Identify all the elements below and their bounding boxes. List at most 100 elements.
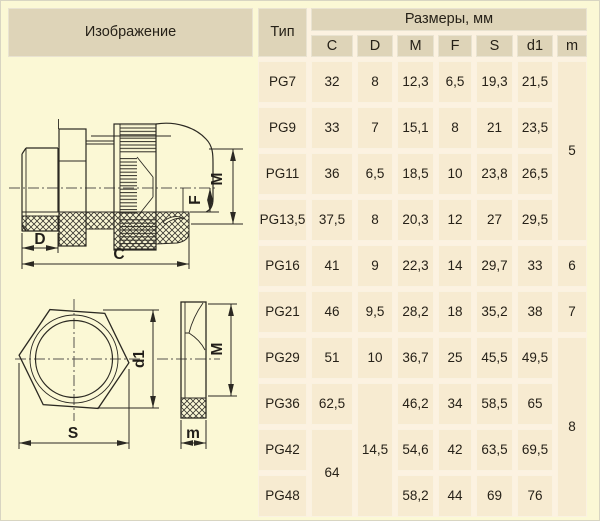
dimension-d1 xyxy=(97,309,159,409)
dim-header-M: M xyxy=(397,35,434,57)
gland-side-view-drawing: C D M F xyxy=(7,107,249,281)
value-cell-F: 14 xyxy=(438,245,472,287)
value-cell-d1: 29,5 xyxy=(517,199,553,241)
value-cell-D: 6,5 xyxy=(357,153,393,195)
dim-label-M2: M xyxy=(209,343,226,356)
dim-label-S: S xyxy=(68,425,78,442)
value-cell-m: 5 xyxy=(557,61,587,241)
nut-side-view xyxy=(180,301,207,419)
value-cell-C: 37,5 xyxy=(311,199,353,241)
value-cell-D: 7 xyxy=(357,107,393,149)
value-cell-D: 9 xyxy=(357,245,393,287)
dome-cap xyxy=(22,122,214,213)
value-cell-M: 20,3 xyxy=(397,199,434,241)
value-cell-C: 62,5 xyxy=(311,383,353,425)
value-cell-M: 18,5 xyxy=(397,153,434,195)
value-cell-S: 29,7 xyxy=(476,245,513,287)
value-cell-C: 41 xyxy=(311,245,353,287)
value-cell-d1: 23,5 xyxy=(517,107,553,149)
value-cell-C: 51 xyxy=(311,337,353,379)
sizes-group-header: Размеры, мм xyxy=(311,8,587,31)
value-cell-F: 44 xyxy=(438,475,472,517)
value-cell-D: 10 xyxy=(357,337,393,379)
value-cell-M: 36,7 xyxy=(397,337,434,379)
dim-label-F: F xyxy=(187,195,204,204)
dim-header-d1: d1 xyxy=(517,35,553,57)
value-cell-M: 22,3 xyxy=(397,245,434,287)
dimension-S xyxy=(18,363,130,449)
type-column-header: Тип xyxy=(258,8,307,57)
value-cell-D: 9,5 xyxy=(357,291,393,333)
dimension-m xyxy=(180,420,207,449)
value-cell-F: 42 xyxy=(438,429,472,471)
type-cell: PG7 xyxy=(258,61,307,103)
type-cell: PG13,5 xyxy=(258,199,307,241)
value-cell-F: 25 xyxy=(438,337,472,379)
value-cell-M: 15,1 xyxy=(397,107,434,149)
value-cell-d1: 21,5 xyxy=(517,61,553,103)
value-cell-S: 58,5 xyxy=(476,383,513,425)
value-cell-F: 34 xyxy=(438,383,472,425)
dim-label-C: C xyxy=(113,246,124,263)
value-cell-S: 35,2 xyxy=(476,291,513,333)
centerlines xyxy=(15,299,220,421)
dim-label-m: m xyxy=(186,425,200,442)
value-cell-S: 19,3 xyxy=(476,61,513,103)
type-cell: PG42 xyxy=(258,429,307,471)
value-cell-F: 10 xyxy=(438,153,472,195)
hex-nut-side xyxy=(58,119,87,247)
value-cell-S: 27 xyxy=(476,199,513,241)
value-cell-d1: 69,5 xyxy=(517,429,553,471)
value-cell-d1: 38 xyxy=(517,291,553,333)
value-cell-S: 21 xyxy=(476,107,513,149)
dim-header-C: C xyxy=(311,35,353,57)
value-cell-M: 28,2 xyxy=(397,291,434,333)
type-cell: PG11 xyxy=(258,153,307,195)
dim-label-d1: d1 xyxy=(131,350,148,368)
value-cell-C: 64 xyxy=(311,429,353,517)
value-cell-M: 12,3 xyxy=(397,61,434,103)
value-cell-M: 54,6 xyxy=(397,429,434,471)
value-cell-D: 14,5 xyxy=(357,383,393,517)
value-cell-F: 18 xyxy=(438,291,472,333)
type-cell: PG36 xyxy=(258,383,307,425)
value-cell-d1: 76 xyxy=(517,475,553,517)
type-cell: PG16 xyxy=(258,245,307,287)
dim-label-M: M xyxy=(209,173,226,186)
type-cell: PG21 xyxy=(258,291,307,333)
value-cell-S: 63,5 xyxy=(476,429,513,471)
type-cell: PG29 xyxy=(258,337,307,379)
nut-front-view-drawing: d1 S M m xyxy=(7,293,249,463)
value-cell-F: 12 xyxy=(438,199,472,241)
value-cell-C: 32 xyxy=(311,61,353,103)
value-cell-S: 23,8 xyxy=(476,153,513,195)
value-cell-d1: 65 xyxy=(517,383,553,425)
value-cell-d1: 49,5 xyxy=(517,337,553,379)
value-cell-d1: 26,5 xyxy=(517,153,553,195)
value-cell-M: 46,2 xyxy=(397,383,434,425)
thread-section xyxy=(21,147,59,232)
value-cell-F: 8 xyxy=(438,107,472,149)
dim-header-S: S xyxy=(476,35,513,57)
value-cell-m: 8 xyxy=(557,337,587,517)
value-cell-d1: 33 xyxy=(517,245,553,287)
dim-header-F: F xyxy=(438,35,472,57)
value-cell-M: 58,2 xyxy=(397,475,434,517)
value-cell-D: 8 xyxy=(357,199,393,241)
value-cell-C: 36 xyxy=(311,153,353,195)
value-cell-F: 6,5 xyxy=(438,61,472,103)
type-cell: PG48 xyxy=(258,475,307,517)
dim-header-D: D xyxy=(357,35,393,57)
dim-label-D: D xyxy=(34,231,45,248)
dim-header-m: m xyxy=(557,35,587,57)
image-column-header: Изображение xyxy=(8,8,253,57)
dimension-M xyxy=(191,148,243,225)
dimension-M2 xyxy=(208,303,237,397)
dimension-C xyxy=(21,213,190,269)
value-cell-S: 69 xyxy=(476,475,513,517)
dimension-F xyxy=(190,188,219,213)
dimension-D xyxy=(22,233,59,253)
value-cell-m: 6 xyxy=(557,245,587,287)
